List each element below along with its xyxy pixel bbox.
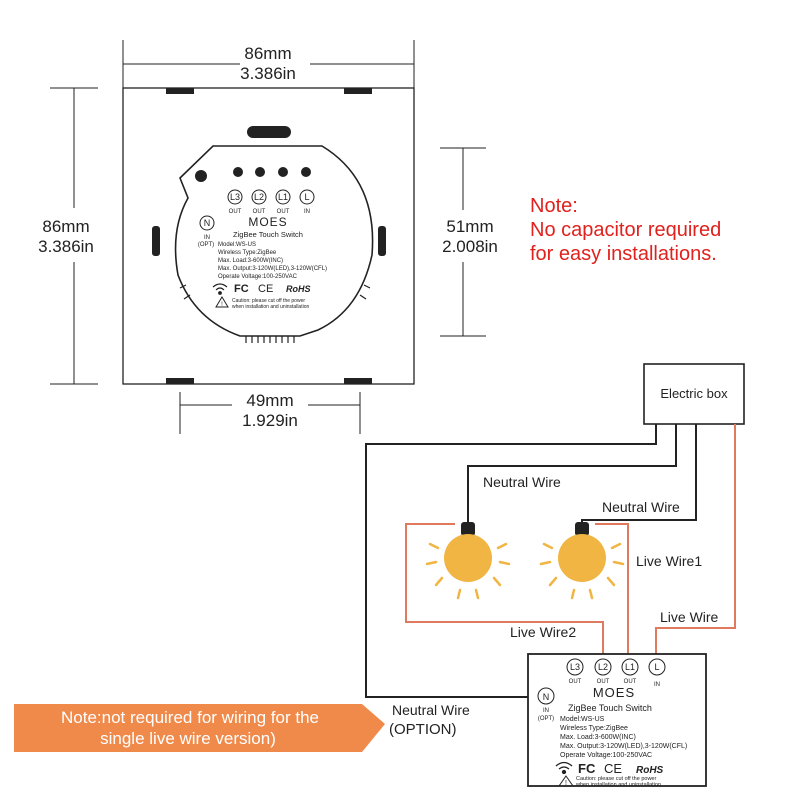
module-n-opt: (OPT) [538, 716, 554, 722]
module-n-in: IN [543, 708, 549, 714]
svg-text:!: ! [565, 780, 567, 787]
module-l-in: IN [654, 682, 660, 688]
top-notch [247, 126, 291, 138]
inner-height-mm-label: 51mm [446, 217, 493, 236]
model-line: Model:WS-US [218, 242, 256, 248]
terminals-top [199, 189, 315, 231]
wireless-line: Wireless Type:ZigBee [218, 250, 277, 256]
electric-box [643, 363, 745, 425]
module-max-output-line: Max. Output:3-120W(LED),3-120W(CFL) [560, 743, 687, 750]
width-dimension [122, 40, 415, 88]
callout-line-1: Note:not required for wiring for the [61, 708, 319, 727]
inner-width-mm-label: 49mm [246, 391, 293, 410]
live-wire2-label: Live Wire2 [510, 624, 576, 640]
bulb-2 [539, 522, 625, 600]
terminal-l2-out: OUT [253, 209, 266, 215]
module-caution-line-2: when installation and uninstallation [575, 782, 661, 788]
ce-mark: CE [258, 283, 273, 295]
max-load-line: Max. Load:3-600W(INC) [218, 258, 283, 264]
module-model-line: Model:WS-US [560, 716, 605, 723]
module-fc-mark: FC [578, 761, 596, 776]
housing-teeth [179, 284, 371, 343]
capacitor-note: Note: No capacitor required for easy ins… [530, 195, 721, 265]
terminal-n-label: N [204, 218, 211, 228]
live-wire-label: Live Wire [660, 609, 719, 625]
module-warning-icon: ! [558, 775, 574, 787]
module-l2-label: L2 [598, 662, 608, 672]
electric-box-label: Electric box [660, 386, 728, 401]
warning-icon: ! [215, 296, 229, 308]
module-l3-label: L3 [570, 662, 580, 672]
brand-logo: MOES [248, 215, 287, 229]
height-dimension [50, 87, 98, 385]
terminal-l-in: IN [304, 209, 310, 215]
neutral-wires [365, 424, 697, 698]
caution-line-2: when installation and uninstallation [232, 304, 309, 310]
note-line-2: for easy installations. [530, 243, 717, 265]
wiring-schematic: Electric box [365, 363, 745, 788]
plate-clips [152, 88, 386, 384]
module-rohs-mark: RoHS [636, 765, 664, 776]
module-brand-logo: MOES [593, 685, 635, 700]
live-wires [405, 424, 736, 661]
rohs-mark: RoHS [286, 284, 311, 294]
product-name: ZigBee Touch Switch [233, 230, 303, 239]
inner-housing [174, 126, 374, 343]
terminal-l3-out: OUT [229, 209, 242, 215]
bulb-1 [425, 522, 511, 600]
fc-mark: FC [234, 283, 249, 295]
terminal-n-in: IN [204, 235, 210, 241]
terminal-n-opt: (OPT) [198, 242, 214, 248]
module-wifi-icon [555, 761, 573, 775]
inner-width-dimension [179, 392, 361, 434]
note-title: Note: [530, 195, 578, 217]
module-l1-out: OUT [624, 679, 637, 685]
module-terminals [537, 658, 666, 705]
module-l3-out: OUT [569, 679, 582, 685]
height-mm-label: 86mm [42, 217, 89, 236]
callout-arrow [14, 704, 385, 752]
inner-height-in-label: 2.008in [442, 237, 498, 256]
voltage-line: Operate Voltage:100-250VAC [218, 274, 298, 280]
inner-height-dimension [440, 147, 486, 337]
neutral-wire-label-2: Neutral Wire [602, 499, 680, 515]
terminal-l1-out: OUT [277, 209, 290, 215]
module-l1-label: L1 [625, 662, 635, 672]
terminal-l-label: L [304, 192, 309, 202]
screw-holes [195, 167, 311, 182]
terminal-l1-label: L1 [278, 192, 288, 202]
module-l-label: L [654, 662, 659, 672]
callout-line-2: single live wire version) [100, 729, 276, 748]
width-mm-label: 86mm [244, 44, 291, 63]
neutral-wire-label-1: Neutral Wire [483, 474, 561, 490]
max-output-line: Max. Output:3-120W(LED),3-120W(CFL) [218, 266, 327, 272]
neutral-callout: Note:not required for wiring for the sin… [14, 704, 385, 752]
terminal-l2-label: L2 [254, 192, 264, 202]
width-in-label: 3.386in [240, 64, 296, 83]
module-product-name: ZigBee Touch Switch [568, 703, 652, 713]
module-voltage-line: Operate Voltage:100-250VAC [560, 752, 652, 759]
caution-line-1: Caution: please cut off the power [232, 298, 305, 304]
height-in-label: 3.386in [38, 237, 94, 256]
neutral-option-label-2: (OPTION) [389, 721, 457, 738]
note-line-1: No capacitor required [530, 219, 721, 241]
svg-text:!: ! [221, 302, 223, 308]
inner-width-in-label: 1.929in [242, 411, 298, 430]
terminal-l3-label: L3 [230, 192, 240, 202]
neutral-option-label-1: Neutral Wire [392, 702, 470, 718]
module-max-load-line: Max. Load:3-600W(INC) [560, 734, 636, 741]
module-l2-out: OUT [597, 679, 610, 685]
module-wireless-line: Wireless Type:ZigBee [560, 725, 628, 732]
module-n-label: N [543, 692, 550, 702]
switch-back-view: 86mm 3.386in 86mm 3.386in [38, 40, 498, 434]
wifi-icon [212, 283, 228, 295]
live-wire1-label: Live Wire1 [636, 553, 702, 569]
module-ce-mark: CE [604, 761, 622, 776]
module-caution-line-1: Caution: please cut off the power [576, 776, 656, 782]
